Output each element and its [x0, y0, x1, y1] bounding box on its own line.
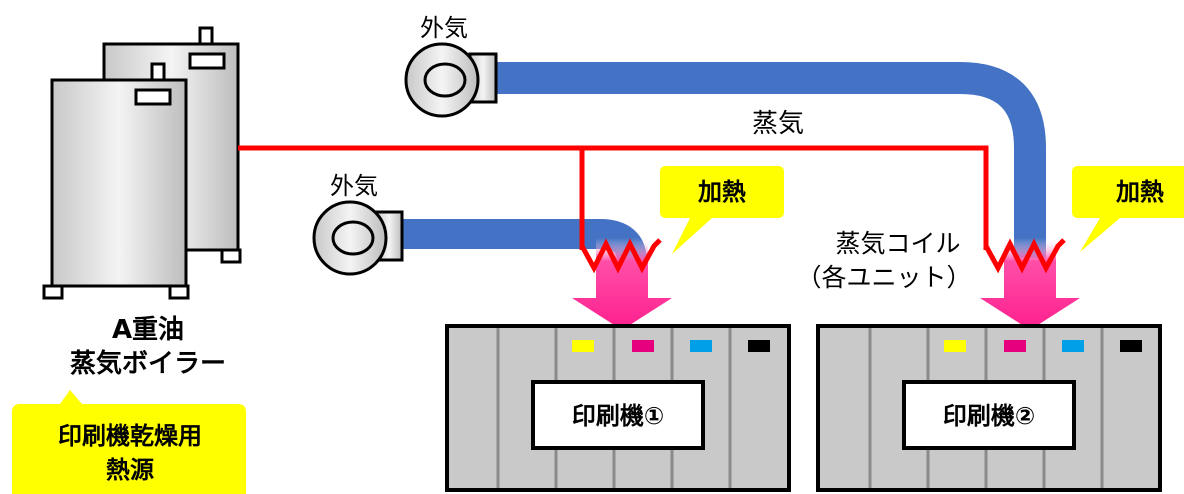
- ink-black-2: [1120, 340, 1142, 352]
- heat-arrow-2: [980, 238, 1080, 330]
- heating-label-2: 加熱: [1116, 178, 1164, 206]
- boiler-label-line2: 蒸気ボイラー: [70, 348, 226, 379]
- ink-cyan-1: [690, 340, 712, 352]
- ink-magenta-1: [632, 340, 654, 352]
- printer-1-label: 印刷機①: [572, 402, 664, 430]
- fan-left-icon: [312, 200, 404, 276]
- boiler-callout: [12, 390, 246, 494]
- boiler-callout-line2: 熱源: [106, 456, 154, 484]
- steam-coil-2: [983, 238, 1066, 274]
- steam-coil-label-line1: 蒸気コイル: [835, 229, 960, 258]
- heating-callout-2: [1072, 166, 1184, 252]
- outside-air-left-label: 外気: [330, 172, 378, 200]
- ink-black-1: [748, 340, 770, 352]
- fan-top-icon: [404, 42, 498, 118]
- printer-2-label: 印刷機②: [943, 402, 1035, 430]
- steam-coil-1: [579, 238, 662, 274]
- boiler-label-line1: A重油: [112, 315, 184, 345]
- steam-line: [238, 145, 989, 250]
- ink-yellow-2: [944, 340, 966, 352]
- printer-2: [816, 324, 1162, 492]
- printer-1: [445, 324, 791, 492]
- ink-magenta-2: [1004, 340, 1026, 352]
- steam-label: 蒸気: [752, 109, 804, 139]
- ink-cyan-2: [1062, 340, 1084, 352]
- boiler-icon: [42, 26, 242, 300]
- duct-top: [486, 62, 1046, 258]
- boiler-callout-line1: 印刷機乾燥用: [58, 422, 202, 450]
- steam-coil-label-line2: （各ユニット）: [796, 263, 971, 292]
- outside-air-top-label: 外気: [420, 14, 468, 42]
- heating-callout-1: [660, 166, 784, 254]
- heating-label-1: 加熱: [698, 178, 746, 206]
- ink-yellow-1: [572, 340, 594, 352]
